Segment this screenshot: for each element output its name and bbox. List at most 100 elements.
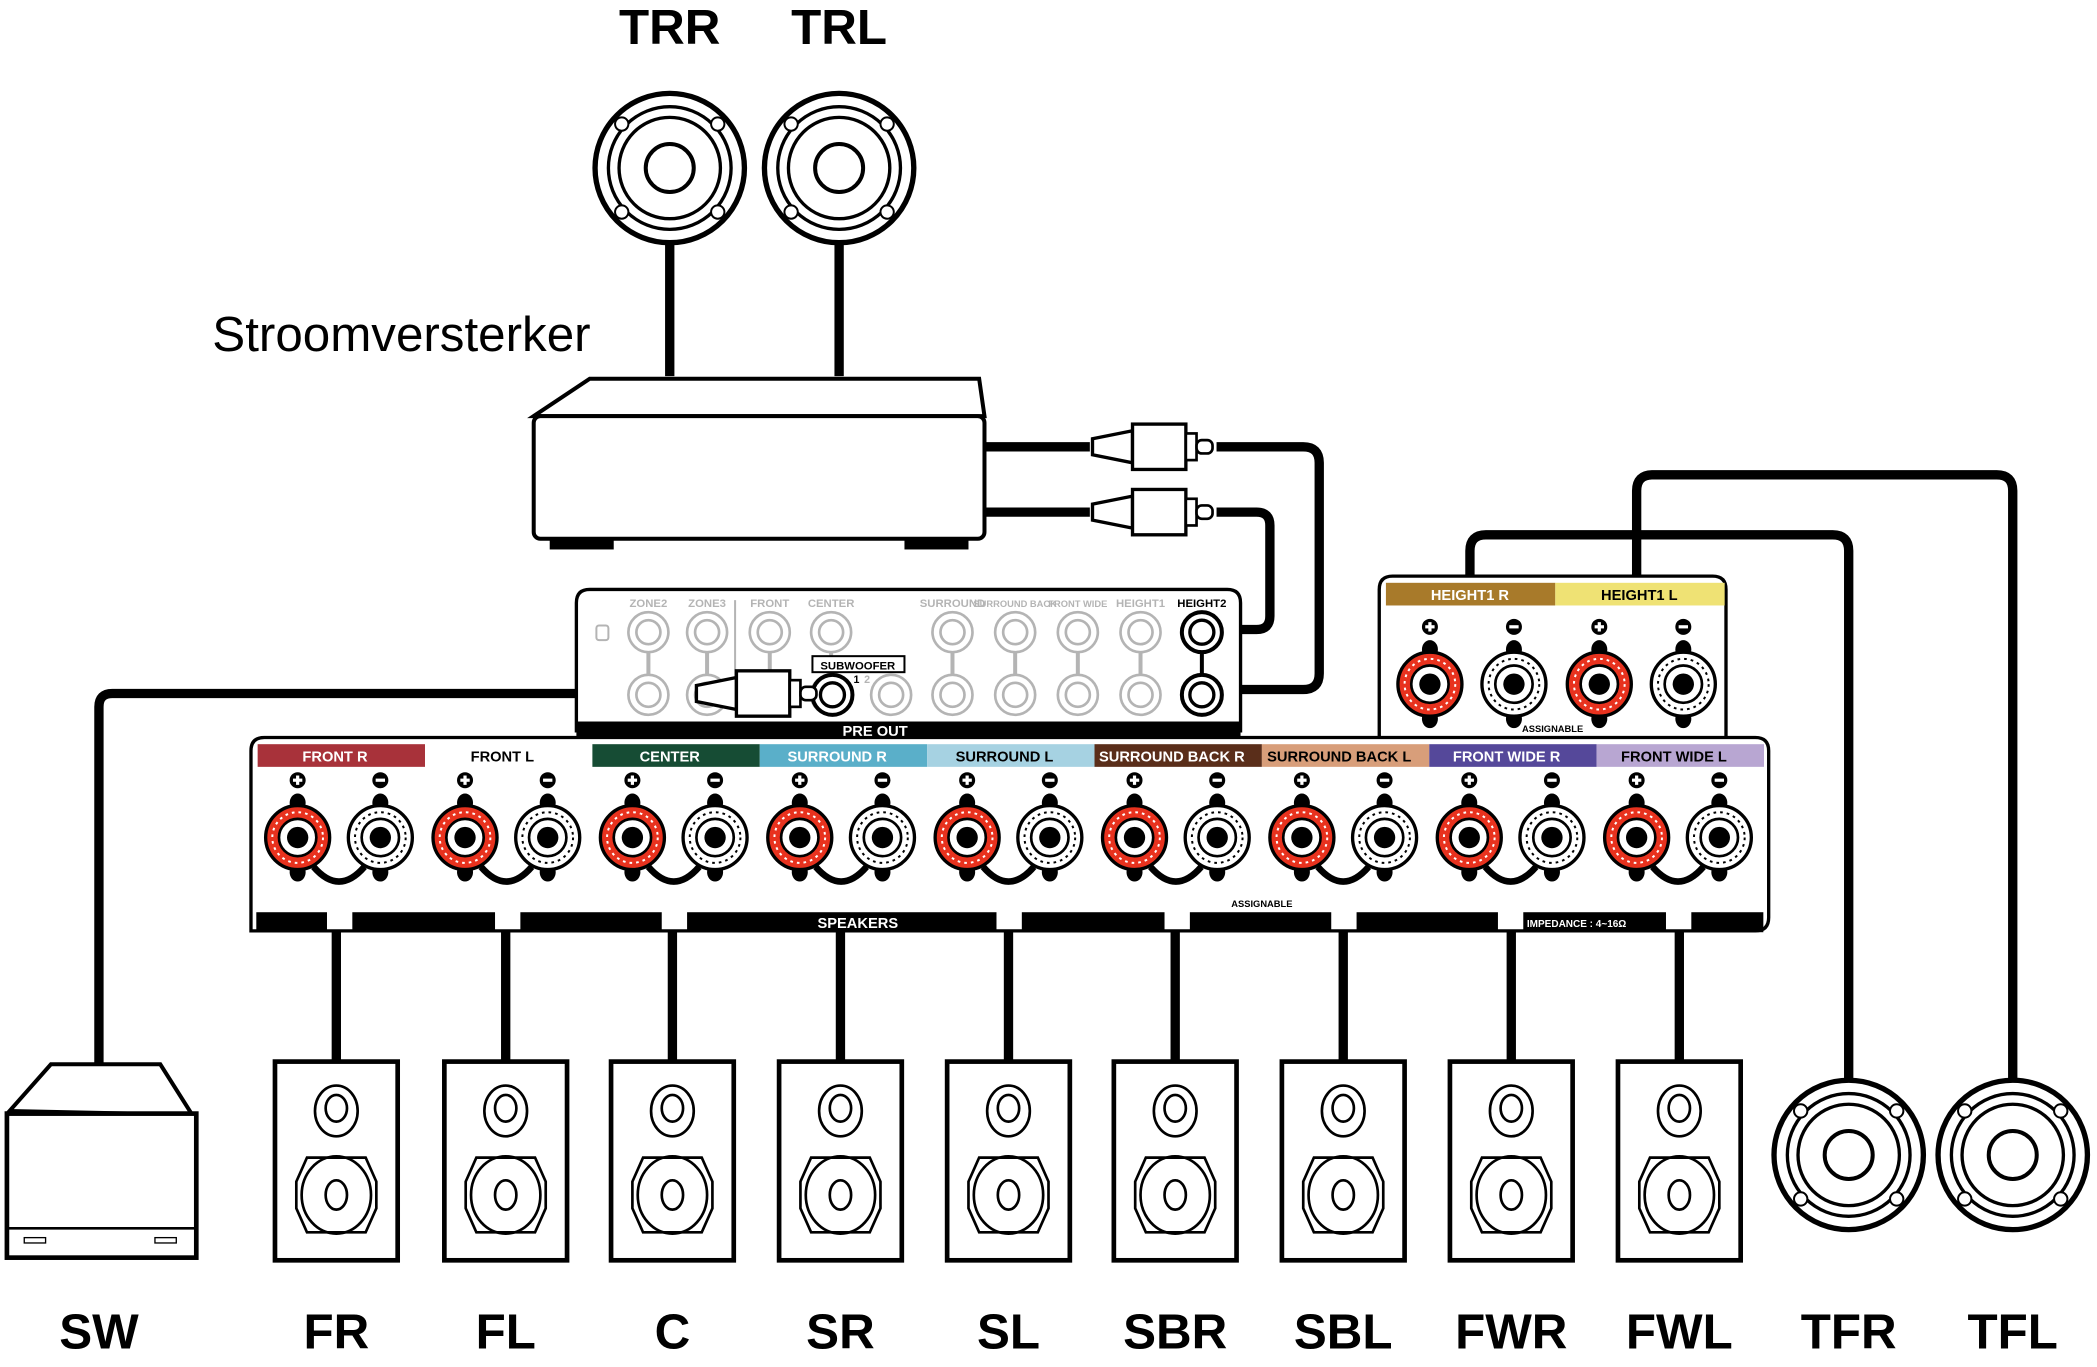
preout-channel-label: FRONT [750, 598, 789, 610]
tweeter-outer [649, 1084, 696, 1138]
sign-h [710, 778, 720, 782]
plus-sign [1126, 772, 1143, 789]
speaker-dome [1986, 1128, 2039, 1181]
height-post-plus [1396, 640, 1464, 729]
cable-wire-split [1315, 864, 1372, 885]
speakers-bar [352, 912, 496, 933]
woofer-frame [631, 1156, 714, 1234]
minus-sign [1505, 618, 1522, 635]
post-knurl [940, 811, 994, 864]
rca-jack-inner [1127, 681, 1154, 709]
woofer-cone [1307, 1154, 1380, 1235]
speaker-cabinet [442, 1059, 570, 1263]
speaker-sr: SR [776, 1059, 905, 1359]
speaker-label-bg [1429, 744, 1597, 767]
post-hole [1672, 673, 1694, 695]
speaker-label: C [655, 1304, 691, 1359]
speakers-bar [1189, 912, 1332, 933]
rca-jack [627, 673, 670, 717]
cable-wire-split [980, 864, 1037, 885]
cable-wire-split [1148, 864, 1204, 885]
terminal-post-minus [1518, 793, 1586, 882]
subwoofer-jack-2-inner [877, 681, 905, 709]
speaker-fl: FL [442, 1059, 570, 1359]
post-knurl [353, 811, 407, 864]
plug-pin [799, 685, 818, 702]
minus-sign [707, 772, 724, 789]
post-knurl [1610, 811, 1663, 864]
speaker-cabinet [776, 1059, 905, 1263]
minus-sign [1675, 618, 1692, 635]
woofer-frame [799, 1156, 882, 1234]
sign-h [1212, 778, 1222, 782]
cable-wire-split [813, 864, 869, 885]
speaker-cone [1796, 1102, 1902, 1208]
speaker-frame [592, 90, 748, 246]
plug-pin [1195, 438, 1214, 455]
woofer-cone [1475, 1154, 1548, 1235]
sign-v [630, 775, 634, 785]
post-knurl [438, 811, 492, 864]
terminal-post-minus [514, 793, 582, 882]
sign-v [1635, 775, 1639, 785]
height-post-plus [1565, 640, 1633, 729]
plus-sign [624, 772, 641, 789]
tweeter-outer [1488, 1084, 1534, 1138]
sign-h [1509, 625, 1519, 629]
plug-collar [788, 678, 802, 709]
post-knurl [856, 811, 909, 864]
minus-sign [539, 772, 556, 789]
tweeter-outer [483, 1084, 529, 1138]
post-hole [1541, 826, 1563, 849]
speaker-label: SL [977, 1304, 1040, 1359]
rca-jack [1179, 672, 1224, 717]
speaker-cabinet [1615, 1059, 1744, 1263]
screw-hole [710, 116, 726, 132]
rca-jack-inner [939, 618, 966, 646]
speaker-label-bg [1094, 744, 1262, 767]
speaker-cabinet [944, 1059, 1073, 1263]
post-hole [789, 826, 811, 849]
speaker-label: TFR [1801, 1304, 1897, 1359]
speaker-cabinet [608, 1059, 737, 1263]
speaker-dome [1822, 1128, 1875, 1181]
minus-sign [1543, 772, 1560, 789]
woofer-cone [469, 1154, 542, 1235]
woofer-frame [1133, 1156, 1217, 1234]
rca-jack [627, 610, 670, 654]
screw-hole [1957, 1103, 1973, 1119]
speakers-assignable: ASSIGNABLE [1231, 899, 1292, 909]
minus-sign [1376, 772, 1393, 789]
plug-pin [1195, 504, 1214, 521]
subwoofer-foot [154, 1236, 177, 1244]
terminal-post-plus [1435, 793, 1503, 882]
screw-hole [879, 204, 895, 220]
terminal-label: SURROUND BACK R [1099, 750, 1245, 766]
terminal-post-plus [766, 793, 834, 882]
cable-subwoofer [94, 688, 697, 1065]
plus-sign [959, 772, 976, 789]
plus-sign [791, 772, 808, 789]
speaker-label-bg [927, 744, 1095, 767]
speaker-tfr: TFR [1771, 1077, 1927, 1359]
subwoofer-top [5, 1062, 196, 1118]
rca-jack-inner [1001, 618, 1029, 646]
post-hole [1588, 673, 1610, 695]
post-knurl [1358, 811, 1411, 864]
plus-sign [289, 772, 306, 789]
rca-jack-inner [1188, 618, 1216, 646]
rca-plug-amp-1 [1090, 422, 1214, 472]
speaker-cabinet [1447, 1059, 1575, 1263]
preout-channel-label: SURROUND BACK [973, 599, 1057, 609]
terminal-post-plus [1100, 793, 1169, 882]
tweeter-outer [1152, 1084, 1198, 1138]
terminal-post-minus [1016, 793, 1084, 882]
screw-hole [1793, 1103, 1809, 1119]
cable-height2-upper [1209, 507, 1275, 635]
post-knurl [1656, 657, 1710, 711]
speaker-frame [761, 90, 917, 246]
cable-tfl [1631, 470, 2018, 1081]
post-knurl [606, 811, 659, 864]
